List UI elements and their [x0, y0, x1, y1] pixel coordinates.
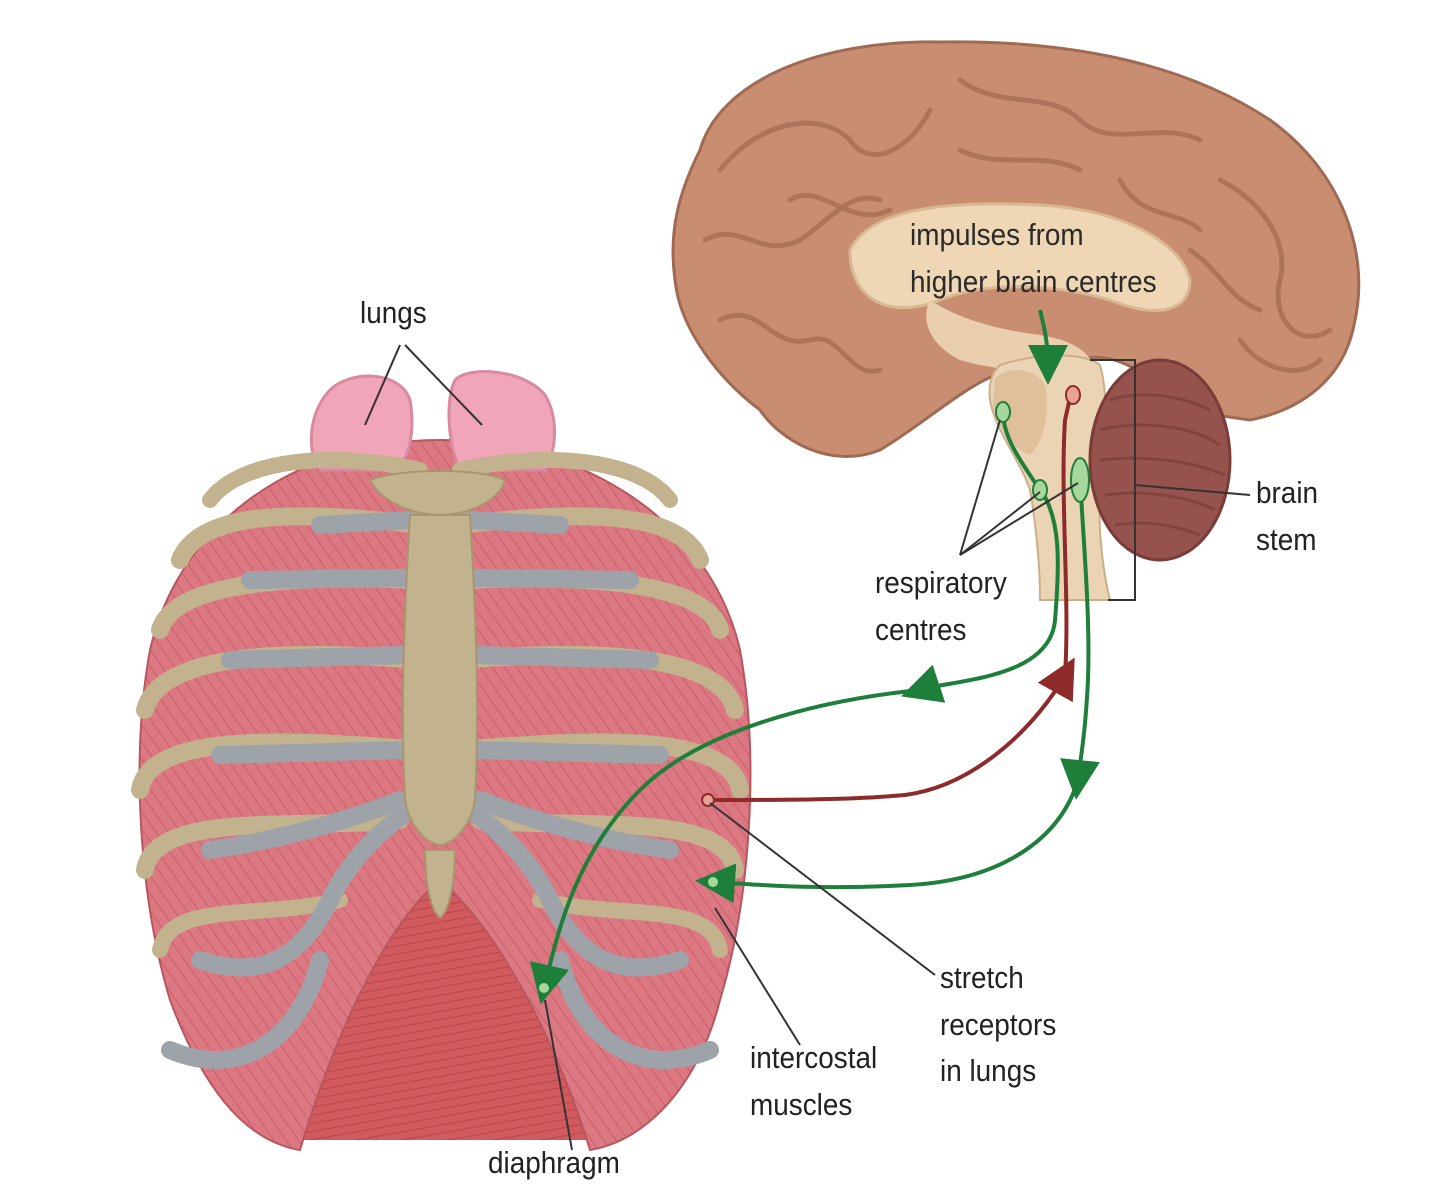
nerve-nodes [537, 385, 1090, 995]
motor-pathway-intercostal-continued [695, 779, 1080, 904]
diaphragm-node [537, 981, 551, 995]
brain-gyri [702, 77, 1333, 374]
motor-pathway-intercostal [1060, 479, 1100, 800]
brain-stem-leader [1134, 484, 1251, 496]
sternum [368, 470, 507, 920]
respiratory-centre-node-1 [995, 401, 1011, 423]
label-intercostal-muscles: intercostal muscles [750, 1040, 878, 1122]
cerebellum-folia [1099, 393, 1226, 537]
rib-cage [131, 370, 752, 1152]
brain-stem-bracket [1090, 359, 1136, 601]
sensory-pathway-stretch [709, 657, 1075, 802]
label-brain-stem: brain stem [1256, 475, 1319, 557]
intercostal-node [706, 875, 720, 889]
motor-pathway-diaphragm [901, 490, 1060, 703]
lung-right [447, 370, 556, 472]
label-stretch-receptors-in-lungs: stretch receptors in lungs [940, 960, 1057, 1088]
respiratory-centre-node-3 [1070, 457, 1090, 503]
higher-centres-arrow [1027, 309, 1068, 385]
label-respiratory-centres: respiratory centres [875, 565, 1007, 647]
label-impulses-from-higher-brain-centres: impulses from higher brain centres [910, 217, 1157, 299]
corpus-callosum [848, 202, 1192, 312]
motor-pathway-diaphragm-continued [530, 688, 921, 1005]
label-lungs: lungs [360, 295, 427, 330]
lung-left [309, 374, 414, 472]
sensory-pathway-stretch-continued [1061, 397, 1072, 676]
brain [671, 40, 1361, 601]
label-diaphragm: diaphragm [488, 1145, 620, 1180]
leader-lines [364, 344, 1079, 1151]
sensory-node-brain [1065, 385, 1081, 405]
nerve-pathways [530, 309, 1100, 1005]
costal-cartilage [161, 511, 719, 1069]
